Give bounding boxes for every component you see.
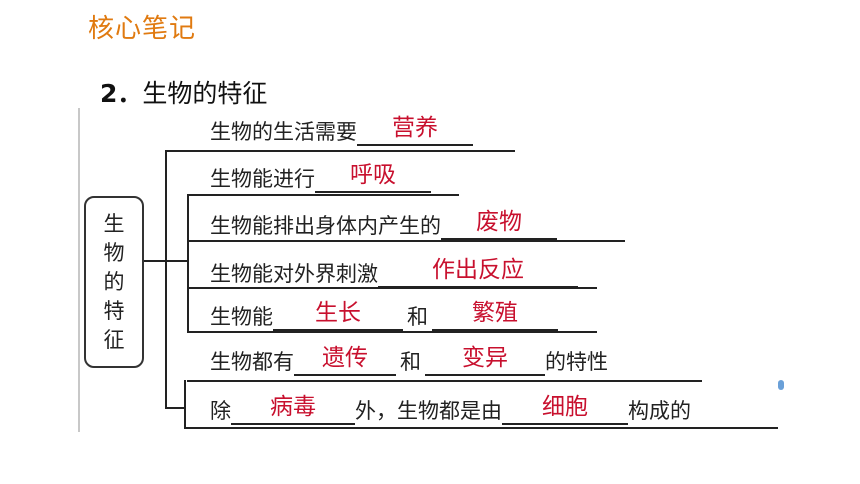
- root-char: 征: [103, 327, 125, 352]
- answer-blank: 遗传: [294, 345, 396, 376]
- outer-trunk: [165, 150, 167, 408]
- trait-row: 除病毒外，生物都是由细胞构成的: [210, 394, 691, 425]
- outer-branch-top: [165, 150, 515, 152]
- trait-row: 生物能进行呼吸: [210, 162, 431, 193]
- root-char: 生: [103, 211, 125, 236]
- inner-branch-top: [187, 194, 459, 196]
- answer-text: 变异: [462, 345, 508, 371]
- header-title: 核心笔记: [88, 14, 197, 44]
- traits-divider-line: [187, 380, 702, 382]
- answer-text: 遗传: [322, 345, 368, 371]
- answer-text: 病毒: [270, 394, 316, 420]
- answer-text: 废物: [476, 209, 522, 235]
- answer-text: 营养: [392, 115, 438, 141]
- root-connector: [144, 260, 166, 262]
- answer-blank: 变异: [425, 345, 545, 376]
- answer-text: 呼吸: [350, 162, 396, 188]
- edge-marker: [778, 380, 784, 390]
- answer-blank: 废物: [441, 209, 557, 240]
- answer-blank: 细胞: [502, 394, 628, 425]
- root-concept-box: 生 物 的 特 征: [84, 196, 144, 368]
- answer-text: 作出反应: [432, 257, 524, 283]
- trait-row: 生物都有遗传和变异的特性: [210, 345, 608, 376]
- bottom-bracket-vertical: [184, 380, 186, 428]
- answer-blank: 呼吸: [315, 162, 431, 193]
- answer-text: 细胞: [542, 394, 588, 420]
- inner-trunk: [187, 194, 189, 332]
- bottom-bracket-base: [184, 427, 778, 429]
- trait-row: 生物能生长和繁殖: [210, 300, 558, 331]
- inner-connector: [166, 260, 188, 262]
- answer-blank: 作出反应: [378, 257, 578, 288]
- trait-row: 生物能对外界刺激作出反应: [210, 257, 578, 288]
- answer-blank: 繁殖: [432, 300, 558, 331]
- top-divider-line: [187, 240, 625, 242]
- answer-blank: 营养: [357, 115, 473, 146]
- trait-row: 生物的生活需要营养: [210, 115, 473, 146]
- root-char: 特: [103, 298, 125, 323]
- mid-divider-line: [187, 287, 597, 289]
- inner-branch-bottom: [187, 331, 597, 333]
- section-title-text: 生物的特征: [142, 79, 268, 108]
- root-char: 的: [103, 269, 125, 294]
- answer-text: 繁殖: [472, 300, 518, 326]
- answer-blank: 病毒: [231, 394, 355, 425]
- left-margin-rule: [78, 108, 80, 432]
- root-char: 物: [103, 240, 125, 265]
- answer-blank: 生长: [273, 300, 403, 331]
- section-title: 2．生物的特征: [100, 74, 267, 110]
- section-number: 2．: [100, 79, 143, 108]
- answer-text: 生长: [315, 300, 361, 326]
- trait-row: 生物能排出身体内产生的废物: [210, 209, 557, 240]
- outer-branch-bottom: [165, 407, 185, 409]
